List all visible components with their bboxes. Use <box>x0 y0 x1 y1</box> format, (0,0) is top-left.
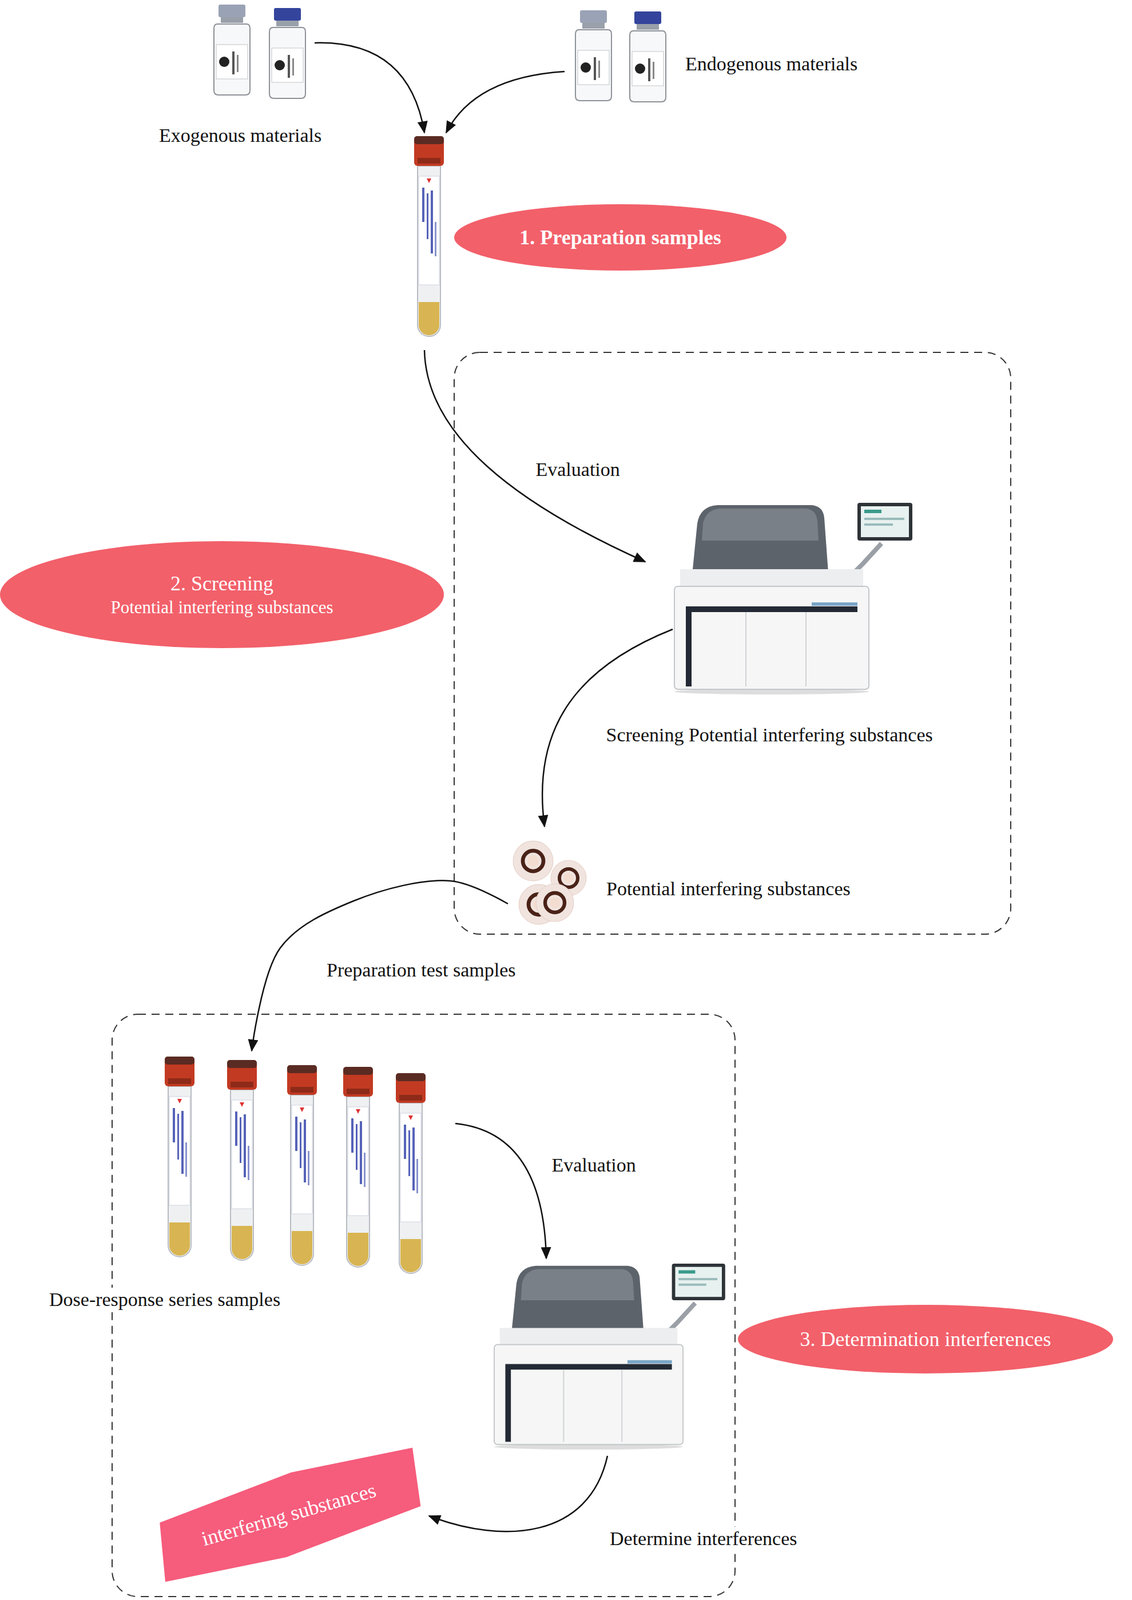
ellipse-fill <box>737 1304 1114 1374</box>
stage-ellipse: 2. ScreeningPotential interfering substa… <box>0 541 444 649</box>
node-title: 2. Screening <box>110 570 333 597</box>
illustration-node: Dose-response series samples <box>40 1051 452 1315</box>
node-title: 1. Preparation samples <box>519 224 721 251</box>
annotation-holder: Evaluation <box>533 457 623 483</box>
flow-arrows-part <box>424 350 646 562</box>
flow-arrows-part <box>446 71 565 133</box>
annotation-holder: Screening Potential interfering substanc… <box>603 723 936 748</box>
node-title: Potential interfering substances <box>606 876 851 902</box>
edge-label-holder: Preparation test samples <box>323 958 519 983</box>
analyzer-icon <box>674 502 913 695</box>
screening-region <box>454 352 1011 935</box>
text-group: Potential interfering substances <box>606 876 851 902</box>
ellipse-fill <box>454 204 787 271</box>
dose-response-tubes-part <box>395 1073 426 1274</box>
endogenous-vials-part <box>629 11 666 102</box>
dose-response-tubes-part <box>164 1056 195 1257</box>
flow-arrows-part <box>314 42 425 133</box>
hexagon-fill <box>145 1438 432 1592</box>
text-group: 2. ScreeningPotential interfering substa… <box>110 570 333 619</box>
exogenous-vials-part <box>213 4 250 95</box>
annotation-holder: Determine interferences <box>606 1526 801 1552</box>
illustration-node: Potential interfering substances <box>509 835 887 927</box>
flow-arrows-part <box>429 1455 608 1532</box>
analyzer-icon <box>494 1263 726 1450</box>
node-title: Dose-response series samples <box>45 1287 284 1313</box>
dose-response-tubes-part <box>343 1066 373 1267</box>
flow-arrows-part <box>455 1123 547 1259</box>
text-group: 1. Preparation samples <box>519 224 721 251</box>
text-group: Dose-response series samples <box>45 1287 284 1313</box>
text-group: 3. Determination interferences <box>800 1326 1052 1353</box>
node-title: Endogenous materials <box>685 52 858 77</box>
node-title: Exogenous materials <box>159 123 322 149</box>
edge-label: Preparation test samples <box>323 958 519 983</box>
sample-tube <box>414 136 444 337</box>
illustration-node: Endogenous materials <box>569 8 890 106</box>
stage-ellipse: 3. Determination interferences <box>737 1304 1114 1374</box>
text-group: Endogenous materials <box>685 52 858 77</box>
result-hexagon: interfering substances <box>145 1438 432 1592</box>
arrow-annotation: Determine interferences <box>606 1526 801 1552</box>
text-group: Exogenous materials <box>159 123 322 149</box>
dose-response-tubes-part <box>227 1059 257 1261</box>
cell-icons <box>513 840 587 925</box>
cell-icons-part <box>535 883 574 922</box>
exogenous-vials <box>213 4 306 99</box>
arrow-annotation: Screening Potential interfering substanc… <box>603 723 936 748</box>
node-subtitle: Potential interfering substances <box>110 596 333 619</box>
cell-icons-part <box>513 840 554 881</box>
annotation-holder: Evaluation <box>549 1153 639 1178</box>
endogenous-vials <box>575 10 666 102</box>
ellipse-fill <box>0 541 444 649</box>
exogenous-vials-part <box>269 8 306 99</box>
stage-ellipse: 1. Preparation samples <box>454 204 787 271</box>
illustration-node: Exogenous materials <box>145 2 335 153</box>
arrow-annotation: Evaluation <box>549 1153 639 1178</box>
dose-response-tubes-part <box>287 1065 317 1266</box>
arrow-annotation: Evaluation <box>533 457 623 483</box>
endogenous-vials-part <box>575 10 612 101</box>
dose-response-tubes <box>164 1056 426 1274</box>
node-title: 3. Determination interferences <box>800 1326 1052 1353</box>
